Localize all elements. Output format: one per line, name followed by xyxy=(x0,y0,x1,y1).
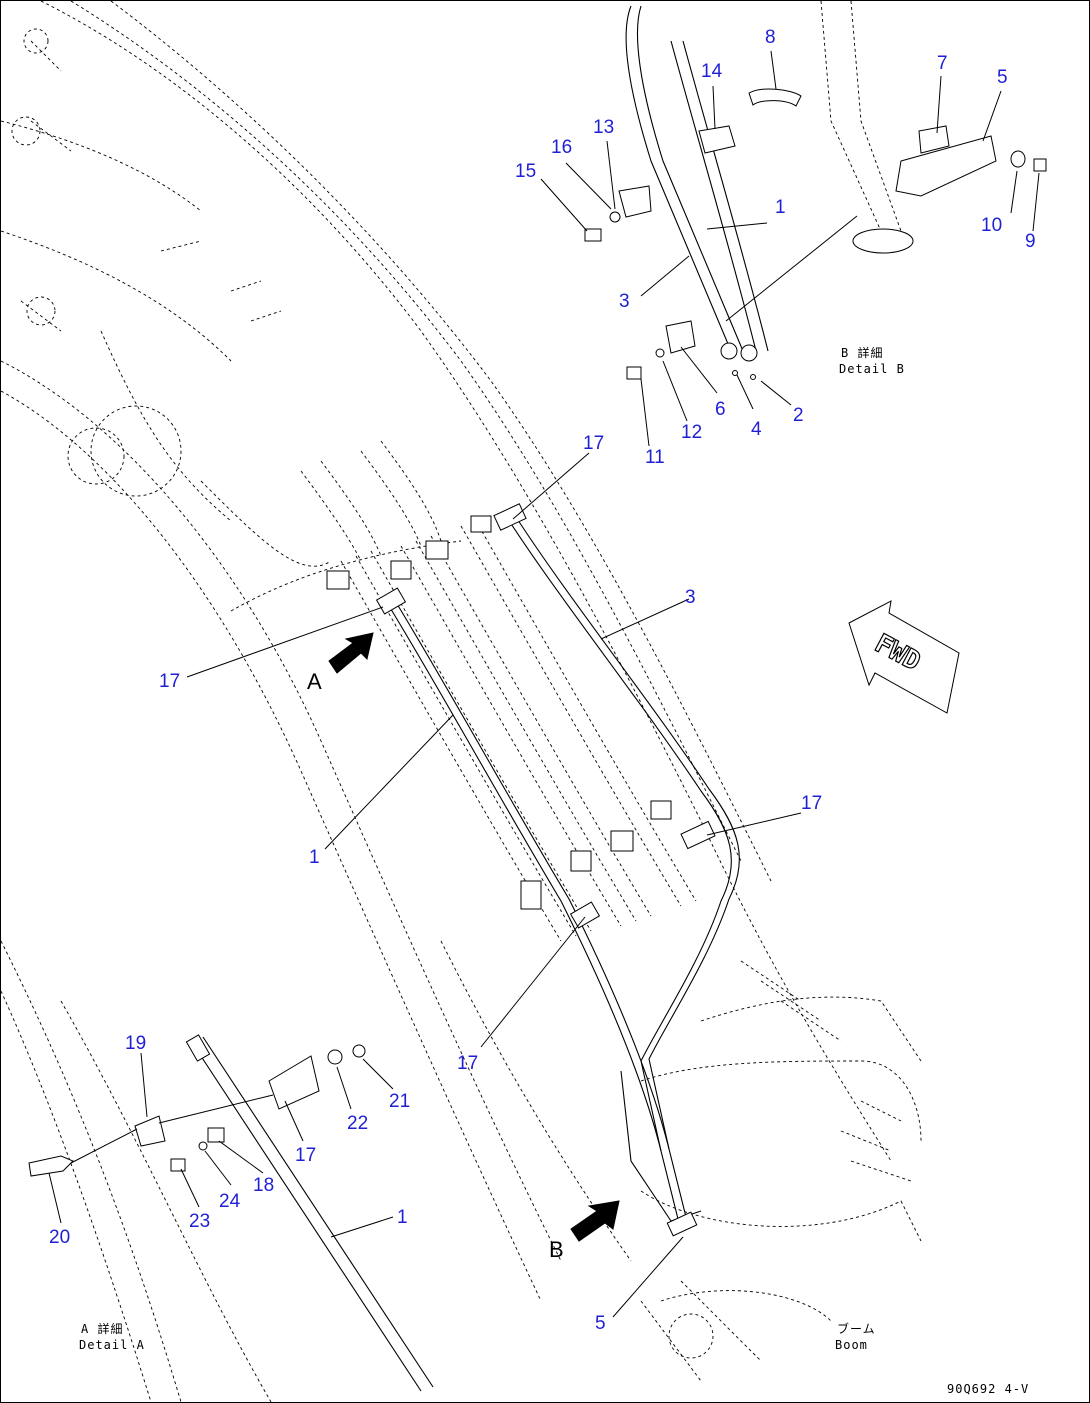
callout-3-main: 3 xyxy=(685,587,696,608)
callout-18: 18 xyxy=(253,1175,274,1196)
main-pipes xyxy=(385,513,740,1232)
callout-17-lower-left: 17 xyxy=(457,1053,478,1074)
callout-11: 11 xyxy=(645,447,665,468)
fwd-arrow: FWD xyxy=(848,600,960,714)
callout-16: 16 xyxy=(551,137,572,158)
view-arrow-a xyxy=(328,632,374,674)
callout-2: 2 xyxy=(793,405,804,426)
callout-labels: 1 2 3 4 5 6 7 8 9 10 11 12 13 14 15 16 1… xyxy=(49,27,1036,1334)
callout-5-main: 5 xyxy=(595,1313,606,1334)
callout-5-detail-b: 5 xyxy=(997,67,1008,88)
callout-1-main: 1 xyxy=(309,847,320,868)
callout-23: 23 xyxy=(189,1211,210,1232)
callout-6: 6 xyxy=(715,399,726,420)
detail-b-title-jp: B 詳細 xyxy=(841,345,883,360)
callout-21: 21 xyxy=(389,1091,410,1112)
callout-17-upper-left: 17 xyxy=(159,671,180,692)
callout-1-detail-a: 1 xyxy=(397,1207,408,1228)
callout-17-lower-right: 17 xyxy=(801,793,822,814)
hose-bundle xyxy=(300,440,697,942)
callout-15: 15 xyxy=(515,161,536,182)
callout-17-detail-a: 17 xyxy=(295,1145,316,1166)
drawing-code: 90Q692 4-V xyxy=(947,1382,1029,1396)
view-mark-a: A xyxy=(307,669,322,694)
leader-lines xyxy=(48,50,1040,1318)
detail-a-title-en: Detail A xyxy=(79,1338,145,1352)
boom-label-en: Boom xyxy=(835,1338,868,1352)
callout-12: 12 xyxy=(681,422,702,443)
callout-24: 24 xyxy=(219,1191,241,1212)
detail-a-title-jp: A 詳細 xyxy=(81,1321,123,1336)
callout-10: 10 xyxy=(981,215,1002,236)
callout-13: 13 xyxy=(593,117,614,138)
callout-1-detail-b: 1 xyxy=(775,197,786,218)
callout-4: 4 xyxy=(751,419,762,440)
detail-a-parts xyxy=(28,1034,434,1392)
callout-8: 8 xyxy=(765,27,776,48)
callout-14: 14 xyxy=(701,61,723,82)
detail-b-parts xyxy=(584,1,1047,380)
clamps xyxy=(326,503,716,1237)
callout-17-upper-right: 17 xyxy=(583,433,604,454)
callout-19: 19 xyxy=(125,1033,146,1054)
callout-7: 7 xyxy=(937,53,948,74)
boom-label-jp: ブーム xyxy=(837,1321,876,1336)
callout-20: 20 xyxy=(49,1227,70,1248)
callout-22: 22 xyxy=(347,1113,368,1134)
view-mark-b: B xyxy=(549,1237,564,1262)
detail-b-title-en: Detail B xyxy=(839,362,905,376)
view-arrow-b xyxy=(570,1200,620,1242)
boom-outline xyxy=(1,1,922,1402)
callout-9: 9 xyxy=(1025,231,1036,252)
callout-3-detail-b: 3 xyxy=(619,291,630,312)
